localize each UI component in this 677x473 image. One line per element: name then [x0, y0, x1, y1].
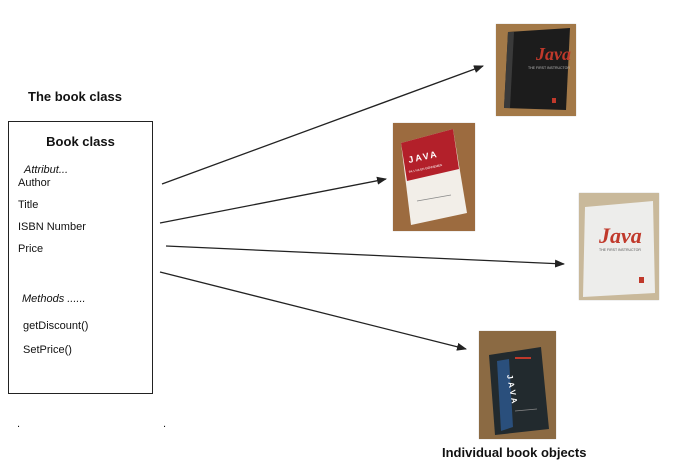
book-object-2-photo: JAVA PA 1 NA EN GENNEMEN	[393, 123, 475, 231]
arrow-to-book-2	[159, 176, 387, 224]
class-heading: The book class	[28, 89, 122, 104]
book-class-box: Book class Attribut... Author Title ISBN…	[8, 121, 153, 394]
book-object-1-photo: Java THE FIRST INSTRUCTOR	[496, 24, 576, 116]
attribute-title: Title	[18, 199, 39, 211]
arrow-to-book-4	[159, 271, 467, 351]
attributes-label: Attribut...	[24, 164, 69, 176]
svg-text:PA 1 NA EN GENNEMEN: PA 1 NA EN GENNEMEN	[408, 163, 442, 174]
svg-text:Java: Java	[598, 223, 642, 248]
stray-dot-right: .	[163, 418, 167, 430]
method-get-discount: getDiscount()	[23, 320, 89, 332]
stray-dot-left: .	[17, 418, 21, 430]
attribute-price: Price	[18, 243, 44, 255]
svg-text:THE FIRST INSTRUCTOR: THE FIRST INSTRUCTOR	[528, 66, 570, 70]
svg-text:THE FIRST INSTRUCTOR: THE FIRST INSTRUCTOR	[599, 248, 641, 252]
arrow-to-book-1	[161, 65, 484, 185]
book-object-4-photo: JAVA	[479, 331, 556, 439]
attribute-author: Author	[18, 177, 51, 189]
attribute-isbn: ISBN Number	[18, 221, 86, 233]
svg-text:Java: Java	[535, 44, 571, 64]
method-set-price: SetPrice()	[23, 344, 72, 356]
methods-label: Methods ......	[22, 293, 86, 305]
arrow-to-book-3	[165, 245, 565, 268]
book-object-3-photo: Java THE FIRST INSTRUCTOR	[579, 193, 659, 300]
class-box-title: Book class	[46, 134, 115, 149]
objects-heading: Individual book objects	[442, 445, 587, 460]
